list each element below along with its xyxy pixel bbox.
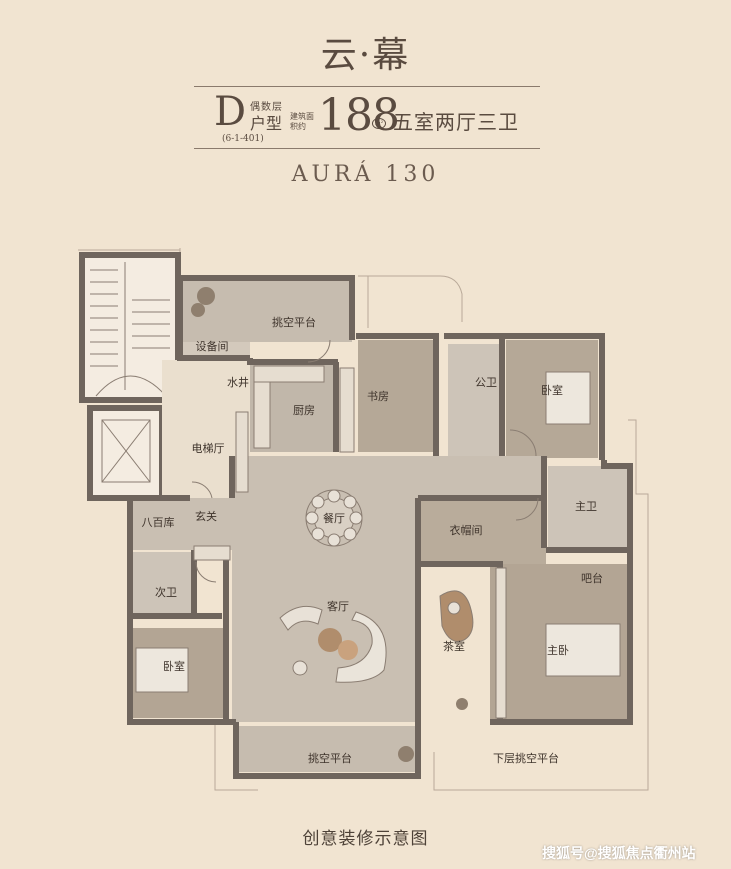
- page-title: 云·幕: [320, 35, 411, 76]
- label-storage: 八百库: [142, 516, 175, 529]
- label-balcony-top: 挑空平台: [272, 315, 316, 329]
- door-swings: [191, 339, 539, 583]
- label-master-bath: 主卫: [575, 500, 597, 513]
- label-secondary-bath: 次卫: [155, 585, 177, 599]
- study-floor: [358, 340, 436, 452]
- label-kitchen: 厨房: [293, 404, 315, 417]
- elevator-car: [101, 419, 151, 483]
- layout-description: 五室两厅三卫: [393, 110, 519, 134]
- header-divider-bottom: [194, 148, 540, 149]
- entrance-floor: [132, 498, 232, 550]
- master-bath-floor: [548, 466, 628, 550]
- balcony-bottom-floor: [238, 726, 418, 772]
- brand-logo: AURÁ 130: [291, 162, 440, 187]
- area-value: 188: [318, 90, 400, 141]
- label-water-shaft: 水井: [227, 375, 249, 389]
- watermark: 搜狐号@搜狐焦点衢州站: [542, 845, 696, 861]
- unit-type-code: (6-1-401): [222, 134, 264, 144]
- header-divider-top: [194, 86, 540, 87]
- beds: [135, 371, 621, 693]
- cabinets: [193, 365, 507, 719]
- stair-steps: [90, 262, 170, 397]
- label-balcony-bottom: 挑空平台: [308, 751, 352, 765]
- tea-table: [439, 590, 474, 642]
- public-bath-floor: [448, 344, 500, 456]
- unit-type-letter: D: [214, 89, 247, 135]
- footer-caption: 创意装修示意图: [302, 829, 429, 848]
- living-sofa: [279, 605, 387, 683]
- elevator-shaft: [87, 405, 165, 501]
- cloakroom-floor: [418, 498, 546, 564]
- label-entrance: 玄关: [195, 509, 217, 523]
- room-labels: 挑空平台 设备间 水井 厨房 书房 公卫 卧室 电梯厅 主卫 餐厅 衣帽间 玄关…: [142, 315, 604, 765]
- walls: [127, 275, 633, 779]
- unit-type-label: 户型: [250, 114, 283, 133]
- label-bedroom-sw: 卧室: [163, 659, 185, 673]
- dining-table: [305, 489, 363, 547]
- label-master-bedroom: 主卧: [547, 644, 569, 657]
- label-public-bath: 公卫: [475, 377, 497, 389]
- label-study: 书房: [367, 390, 389, 403]
- label-lower-balcony: 下层挑空平台: [493, 751, 559, 765]
- label-elevator-hall: 电梯厅: [192, 442, 225, 455]
- label-bedroom-ne: 卧室: [541, 383, 563, 397]
- unit-type-floors: 偶数层: [250, 102, 283, 113]
- area-unit: m²: [372, 118, 387, 129]
- label-dining: 餐厅: [323, 511, 345, 525]
- area-label: 建筑面积约: [290, 112, 314, 131]
- label-equipment-room: 设备间: [196, 339, 229, 353]
- plants: [191, 287, 468, 762]
- label-tea-room: 茶室: [443, 639, 465, 653]
- label-cloakroom: 衣帽间: [450, 523, 483, 537]
- secondary-bath-floor: [132, 552, 192, 614]
- label-bar: 吧台: [581, 571, 603, 585]
- label-living: 客厅: [327, 599, 349, 613]
- equipment-room-floor: [180, 342, 250, 358]
